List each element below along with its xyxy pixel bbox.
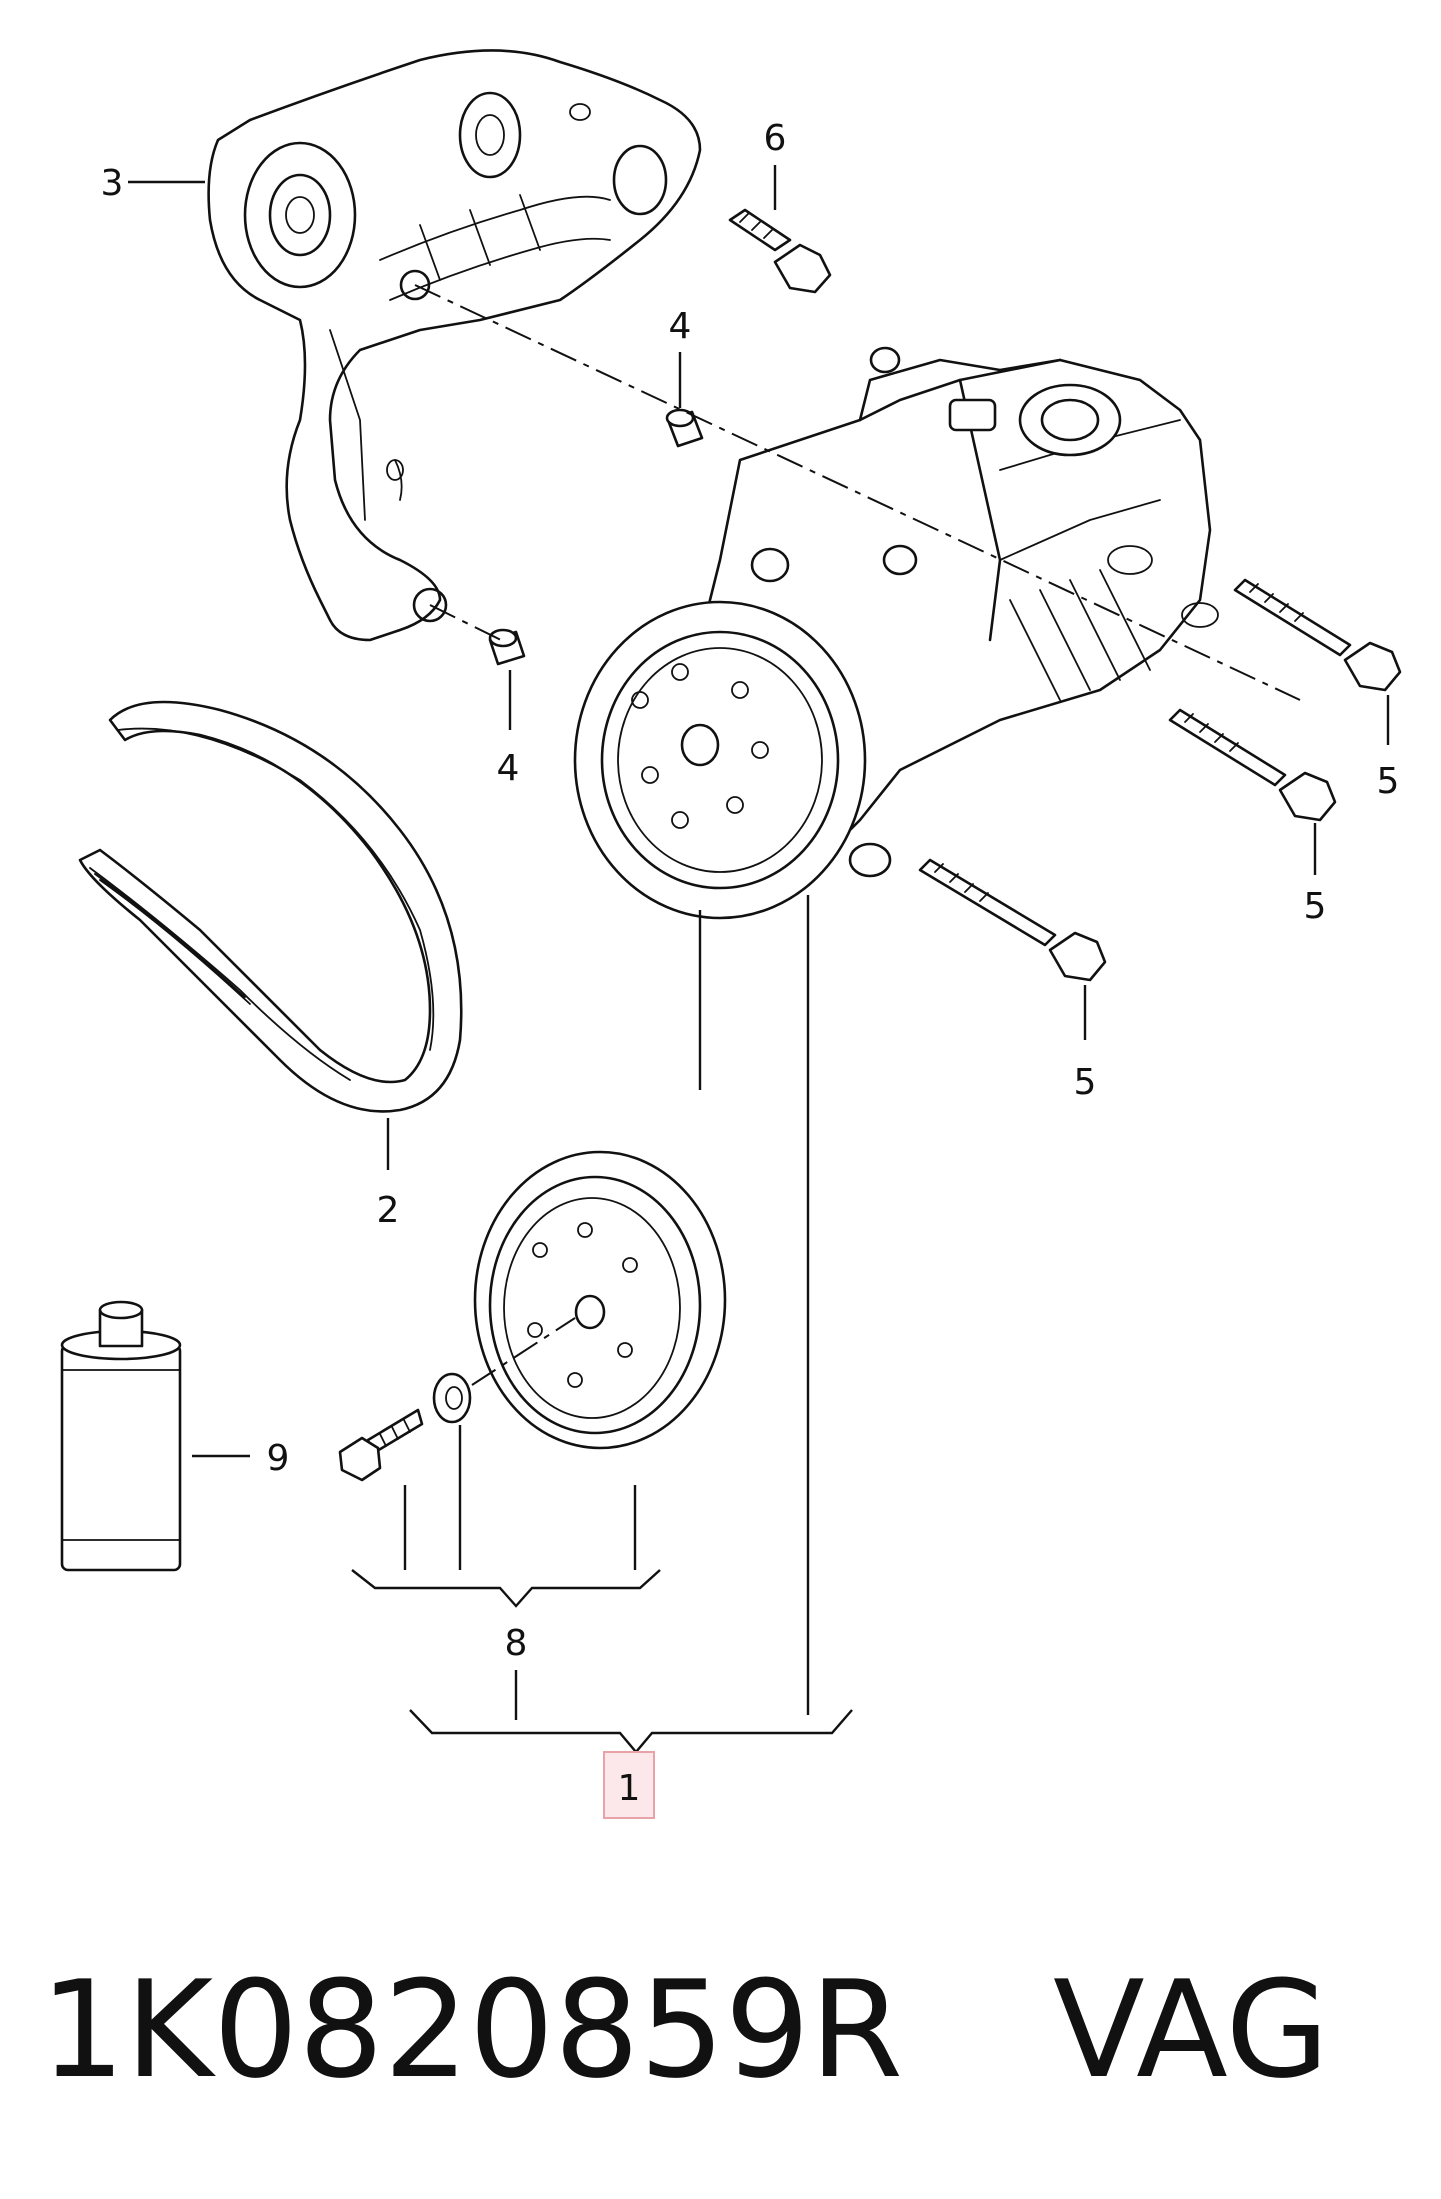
ac-compressor-drawing (573, 346, 1219, 920)
pulley-8-drawing (473, 1150, 727, 1450)
callout-5-lower: 5 (1074, 1062, 1097, 1103)
callout-5-middle: 5 (1304, 886, 1327, 927)
callout-9: 9 (267, 1438, 290, 1479)
part-number: 1K0820859R (40, 1952, 904, 2108)
mounting-bracket-drawing (207, 49, 702, 642)
callout-2: 2 (377, 1190, 400, 1231)
poly-v-belt-drawing (78, 700, 463, 1113)
callout-4-upper: 4 (669, 306, 692, 347)
callout-3: 3 (101, 163, 124, 204)
callout-6: 6 (764, 118, 787, 159)
callout-1-highlight (603, 1751, 655, 1819)
callout-5-upper: 5 (1377, 761, 1400, 802)
bolt-5-upper-drawing (1233, 578, 1402, 692)
callout-1: 1 (618, 1768, 641, 1809)
brand-name: VAG (1053, 1952, 1330, 2108)
bolt-5-middle-drawing (1168, 708, 1337, 822)
callout-4-lower: 4 (497, 748, 520, 789)
callout-8: 8 (505, 1623, 528, 1664)
bolt-5-lower-drawing (918, 858, 1107, 982)
bushing-4-lower-drawing (488, 628, 526, 666)
bushing-4-upper-drawing (665, 408, 704, 448)
pulley-bolt-drawing (338, 1408, 424, 1482)
part-caption: 1K0820859R VAG (40, 1930, 1410, 2130)
washer-drawing (432, 1372, 472, 1424)
exploded-parts-diagram: 1 2 3 4 4 5 5 5 6 8 9 (60, 49, 1402, 1819)
bolt-6-drawing (728, 208, 832, 294)
compressor-oil-bottle-drawing (60, 1300, 182, 1572)
